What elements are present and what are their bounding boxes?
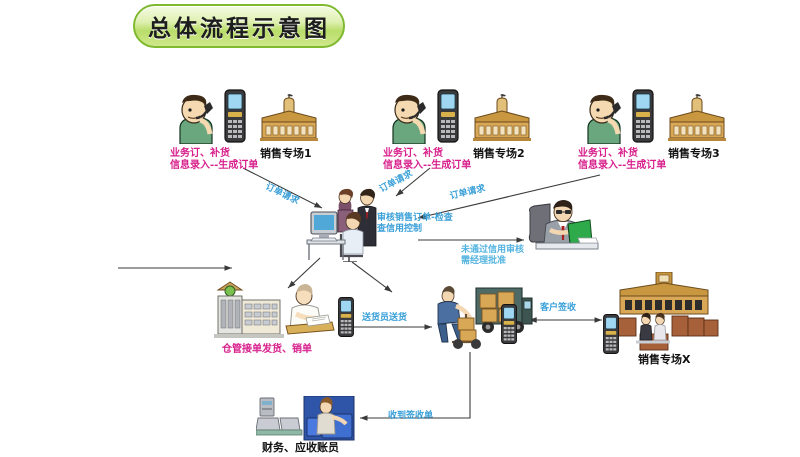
node-sales-venue-1: 业务订、补货 信息录入--生成订单 销售专场1 — [170, 88, 330, 172]
worker-cart-icon — [437, 286, 481, 349]
venue1-role-label2: 信息录入--生成订单 — [170, 160, 259, 171]
warehouse-building-icon — [214, 281, 335, 338]
order-review-label: 审核销售订单-检查 — [377, 213, 453, 223]
node-warehouse — [204, 278, 338, 344]
manager-reading-icon — [528, 200, 599, 250]
pda-icon — [632, 89, 654, 143]
pda-icon — [224, 89, 246, 143]
order-review-label2: 查信用控制 — [377, 224, 423, 234]
person-phone-icon — [392, 94, 426, 144]
building-icon — [617, 271, 719, 351]
finance-label: 财务、应收账员 — [262, 441, 339, 454]
edge-label-review-to-manager-2: 需经理批准 — [461, 256, 507, 266]
edge-label-venue1-to-review: 订单请求 — [263, 182, 301, 207]
building-icon — [473, 94, 531, 141]
venue3-role-label: 业务订、补货 — [578, 148, 638, 159]
accountant-icon — [255, 395, 355, 441]
person-phone-icon — [587, 94, 621, 144]
node-sales-venue-2: 业务订、补货 信息录入--生成订单 销售专场2 — [383, 88, 543, 172]
node-sales-venue-x — [600, 271, 728, 358]
pda-icon — [501, 304, 517, 344]
venue2-role-label: 业务订、补货 — [383, 148, 443, 159]
desktop-computer-icon — [255, 397, 303, 436]
delivery-pda-right — [499, 303, 519, 349]
warehouse-label: 仓管接单发货、销单 — [222, 344, 312, 355]
node-sales-venue-3: 业务订、补货 信息录入--生成订单 销售专场3 — [578, 88, 738, 172]
venue2-name-label: 销售专场2 — [473, 147, 525, 160]
manager-edge-label-group: 未通过信用审核 需经理批准 — [461, 245, 524, 267]
venue3-name-label: 销售专场3 — [668, 147, 720, 160]
pda-icon — [603, 314, 619, 354]
venue1-role-label: 业务订、补货 — [170, 148, 230, 159]
venue2-role-label2: 信息录入--生成订单 — [383, 160, 472, 171]
edge-label-venue3-to-review: 订单请求 — [449, 183, 487, 202]
edge-label-warehouse-to-delivery: 送货员送货 — [362, 313, 408, 323]
node-manager — [524, 198, 602, 258]
venuex-pda — [601, 313, 621, 359]
page-title-badge: 总体流程示意图 — [133, 4, 345, 48]
order-review-label-group: 审核销售订单-检查 查信用控制 — [377, 213, 453, 235]
edge-label-delivery-to-finance: 收到签收单 — [388, 411, 434, 421]
node-finance — [255, 395, 360, 448]
venuex-name-label: 销售专场X — [638, 353, 691, 366]
pda-icon — [437, 89, 459, 143]
building-icon — [668, 94, 726, 141]
computer-team-icon — [306, 188, 377, 263]
building-icon — [260, 94, 318, 141]
delivery-pda-left — [336, 296, 356, 342]
edge-label-delivery-to-venuex: 客户签收 — [540, 303, 577, 313]
person-phone-icon — [179, 94, 213, 144]
venue3-role-label2: 信息录入--生成订单 — [578, 160, 667, 171]
node-order-review — [305, 186, 400, 266]
venue1-name-label: 销售专场1 — [260, 147, 312, 160]
clerk-writing-icon — [285, 284, 335, 335]
pda-icon — [338, 297, 354, 337]
edge-label-review-to-manager: 未通过信用审核 — [461, 245, 525, 255]
page-title: 总体流程示意图 — [148, 16, 330, 42]
